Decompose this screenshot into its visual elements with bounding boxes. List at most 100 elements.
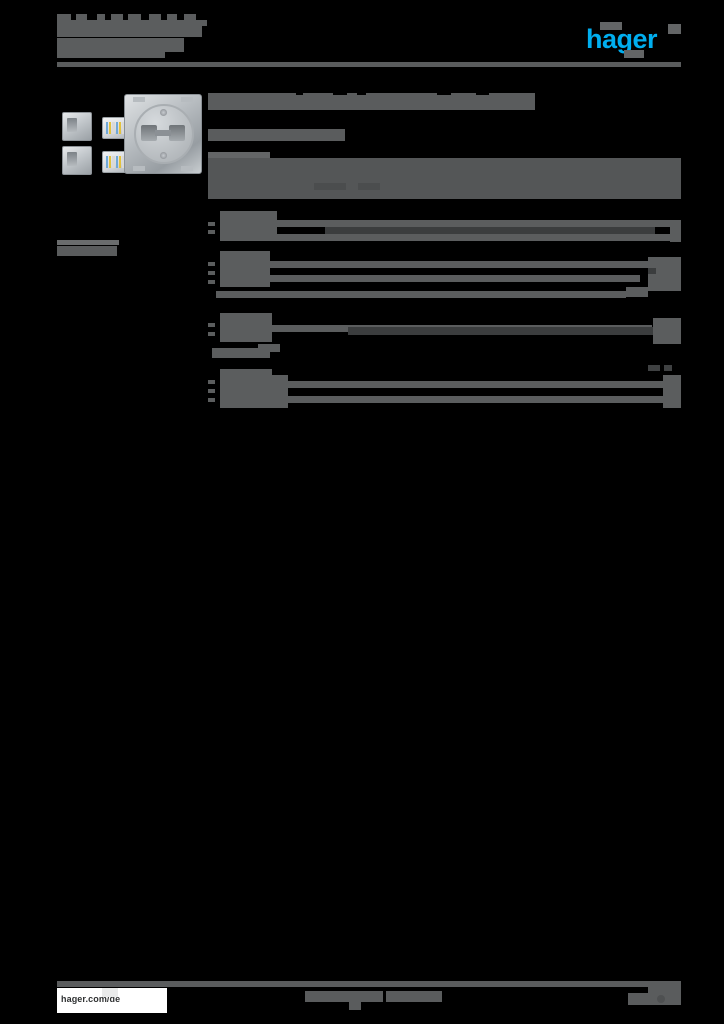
logo-redaction-bottom bbox=[624, 50, 644, 58]
spec-dotfill bbox=[254, 261, 669, 268]
spec-row bbox=[208, 365, 681, 414]
heading-notch bbox=[476, 89, 489, 95]
spec-dotfill bbox=[288, 381, 663, 388]
footer-center-text-redacted bbox=[305, 991, 383, 1002]
product-subtitle-redacted bbox=[208, 129, 345, 141]
spec-bullet-tick bbox=[208, 332, 215, 336]
footer-url-link[interactable]: hager.com/de bbox=[61, 994, 121, 1004]
faceplate-slot-left bbox=[141, 125, 157, 141]
faceplate-tab bbox=[181, 97, 193, 102]
faceplate-screw-top bbox=[160, 109, 167, 116]
spec-key-redacted bbox=[220, 318, 272, 342]
footer-page-label-redacted bbox=[628, 993, 650, 1005]
hager-logo-text: hager bbox=[586, 24, 658, 54]
left-column-caption-line-2-redacted bbox=[57, 246, 117, 256]
spec-value-redacted bbox=[348, 327, 653, 335]
document-title-line-2-redacted bbox=[57, 38, 185, 58]
spec-bullet-tick bbox=[208, 230, 215, 234]
spec-value-cut bbox=[648, 268, 656, 274]
spec-value-unit-redacted bbox=[670, 220, 681, 242]
product-image bbox=[50, 88, 202, 198]
logo-redaction-top bbox=[600, 22, 622, 30]
spec-row bbox=[208, 211, 681, 242]
spec-group-label-redacted bbox=[220, 251, 270, 259]
title-notch bbox=[87, 14, 97, 20]
document-title-line-1b-redacted bbox=[57, 24, 202, 37]
spec-bullet-tick bbox=[208, 380, 215, 384]
spec-row bbox=[208, 251, 681, 299]
left-column-caption-line-1-redacted bbox=[57, 240, 119, 245]
cable-clamp-module-top bbox=[62, 112, 92, 141]
faceplate-tab bbox=[133, 97, 145, 102]
faceplate-bridge bbox=[155, 130, 171, 136]
rj45-pins-icon bbox=[106, 122, 125, 134]
spec-superscript-redacted bbox=[648, 365, 660, 371]
title-notch bbox=[165, 52, 207, 58]
spec-value-redacted bbox=[648, 257, 681, 291]
spec-key-redacted bbox=[220, 219, 277, 241]
spec-group-label-redacted bbox=[220, 313, 272, 321]
faceplate-slot-right bbox=[169, 125, 185, 141]
spec-dotfill bbox=[270, 275, 640, 282]
logo-redaction-right bbox=[668, 24, 681, 34]
clamp-notch-icon bbox=[67, 118, 77, 132]
title-notch bbox=[71, 14, 76, 20]
description-label-redacted bbox=[208, 152, 270, 160]
heading-notch bbox=[333, 89, 347, 95]
cable-clamp-module-bottom bbox=[62, 146, 92, 175]
heading-notch bbox=[357, 89, 366, 95]
spec-group-label-redacted bbox=[220, 211, 277, 219]
spec-subkey-extra-redacted bbox=[258, 344, 280, 352]
footer-center-text-redacted bbox=[386, 991, 442, 1002]
title-notch bbox=[141, 14, 149, 20]
spec-value-redacted bbox=[626, 287, 648, 297]
spec-row bbox=[208, 313, 681, 358]
outlet-faceplate bbox=[124, 94, 202, 174]
spec-bullet-tick bbox=[208, 398, 215, 402]
footer-center-subtext-redacted bbox=[349, 1002, 361, 1010]
spec-superscript-redacted bbox=[664, 365, 672, 371]
title-notch bbox=[123, 14, 128, 20]
title-notch bbox=[196, 14, 207, 20]
spec-dotfill bbox=[277, 220, 677, 227]
clamp-notch-icon bbox=[67, 152, 77, 166]
faceplate-tab bbox=[181, 166, 193, 171]
title-notch bbox=[161, 14, 167, 20]
footer-divider bbox=[57, 981, 681, 987]
spec-dotfill bbox=[216, 291, 626, 298]
document-title bbox=[57, 14, 227, 60]
spec-bullet-tick bbox=[208, 280, 215, 284]
hager-logo: hager bbox=[586, 24, 674, 54]
title-notch bbox=[105, 14, 111, 20]
spec-subkey-redacted bbox=[212, 348, 270, 358]
header-divider bbox=[57, 62, 681, 67]
spec-value-unit-redacted bbox=[663, 375, 681, 408]
footer-url-smudge bbox=[102, 988, 118, 997]
footer-url-box[interactable]: hager.com/de bbox=[57, 988, 167, 1013]
spec-bullet-tick bbox=[208, 389, 215, 393]
spec-bullet-tick bbox=[208, 323, 215, 327]
footer-page-number-redacted bbox=[648, 987, 681, 1005]
title-notch bbox=[177, 14, 184, 20]
rj45-pins-icon bbox=[106, 156, 125, 168]
spec-dotfill bbox=[277, 234, 674, 241]
spec-dotfill bbox=[288, 396, 663, 403]
heading-notch bbox=[296, 89, 303, 95]
spec-bullet-tick bbox=[208, 271, 215, 275]
product-heading-redacted bbox=[208, 93, 535, 110]
description-gap bbox=[358, 183, 380, 190]
heading-notch bbox=[437, 89, 451, 95]
spec-value-unit-redacted bbox=[653, 318, 681, 344]
spec-bullet-tick bbox=[208, 262, 215, 266]
faceplate-tab bbox=[133, 166, 145, 171]
spec-value-redacted bbox=[325, 227, 655, 234]
spec-key-redacted bbox=[220, 375, 288, 408]
spec-group-label-redacted bbox=[220, 369, 272, 377]
spec-bullet-tick bbox=[208, 222, 215, 226]
description-body-redacted bbox=[208, 158, 681, 199]
description-gap bbox=[314, 183, 346, 190]
rj45-keystone-top bbox=[102, 117, 128, 139]
page-header: hager bbox=[0, 0, 724, 72]
footer-page-dot bbox=[657, 995, 665, 1003]
